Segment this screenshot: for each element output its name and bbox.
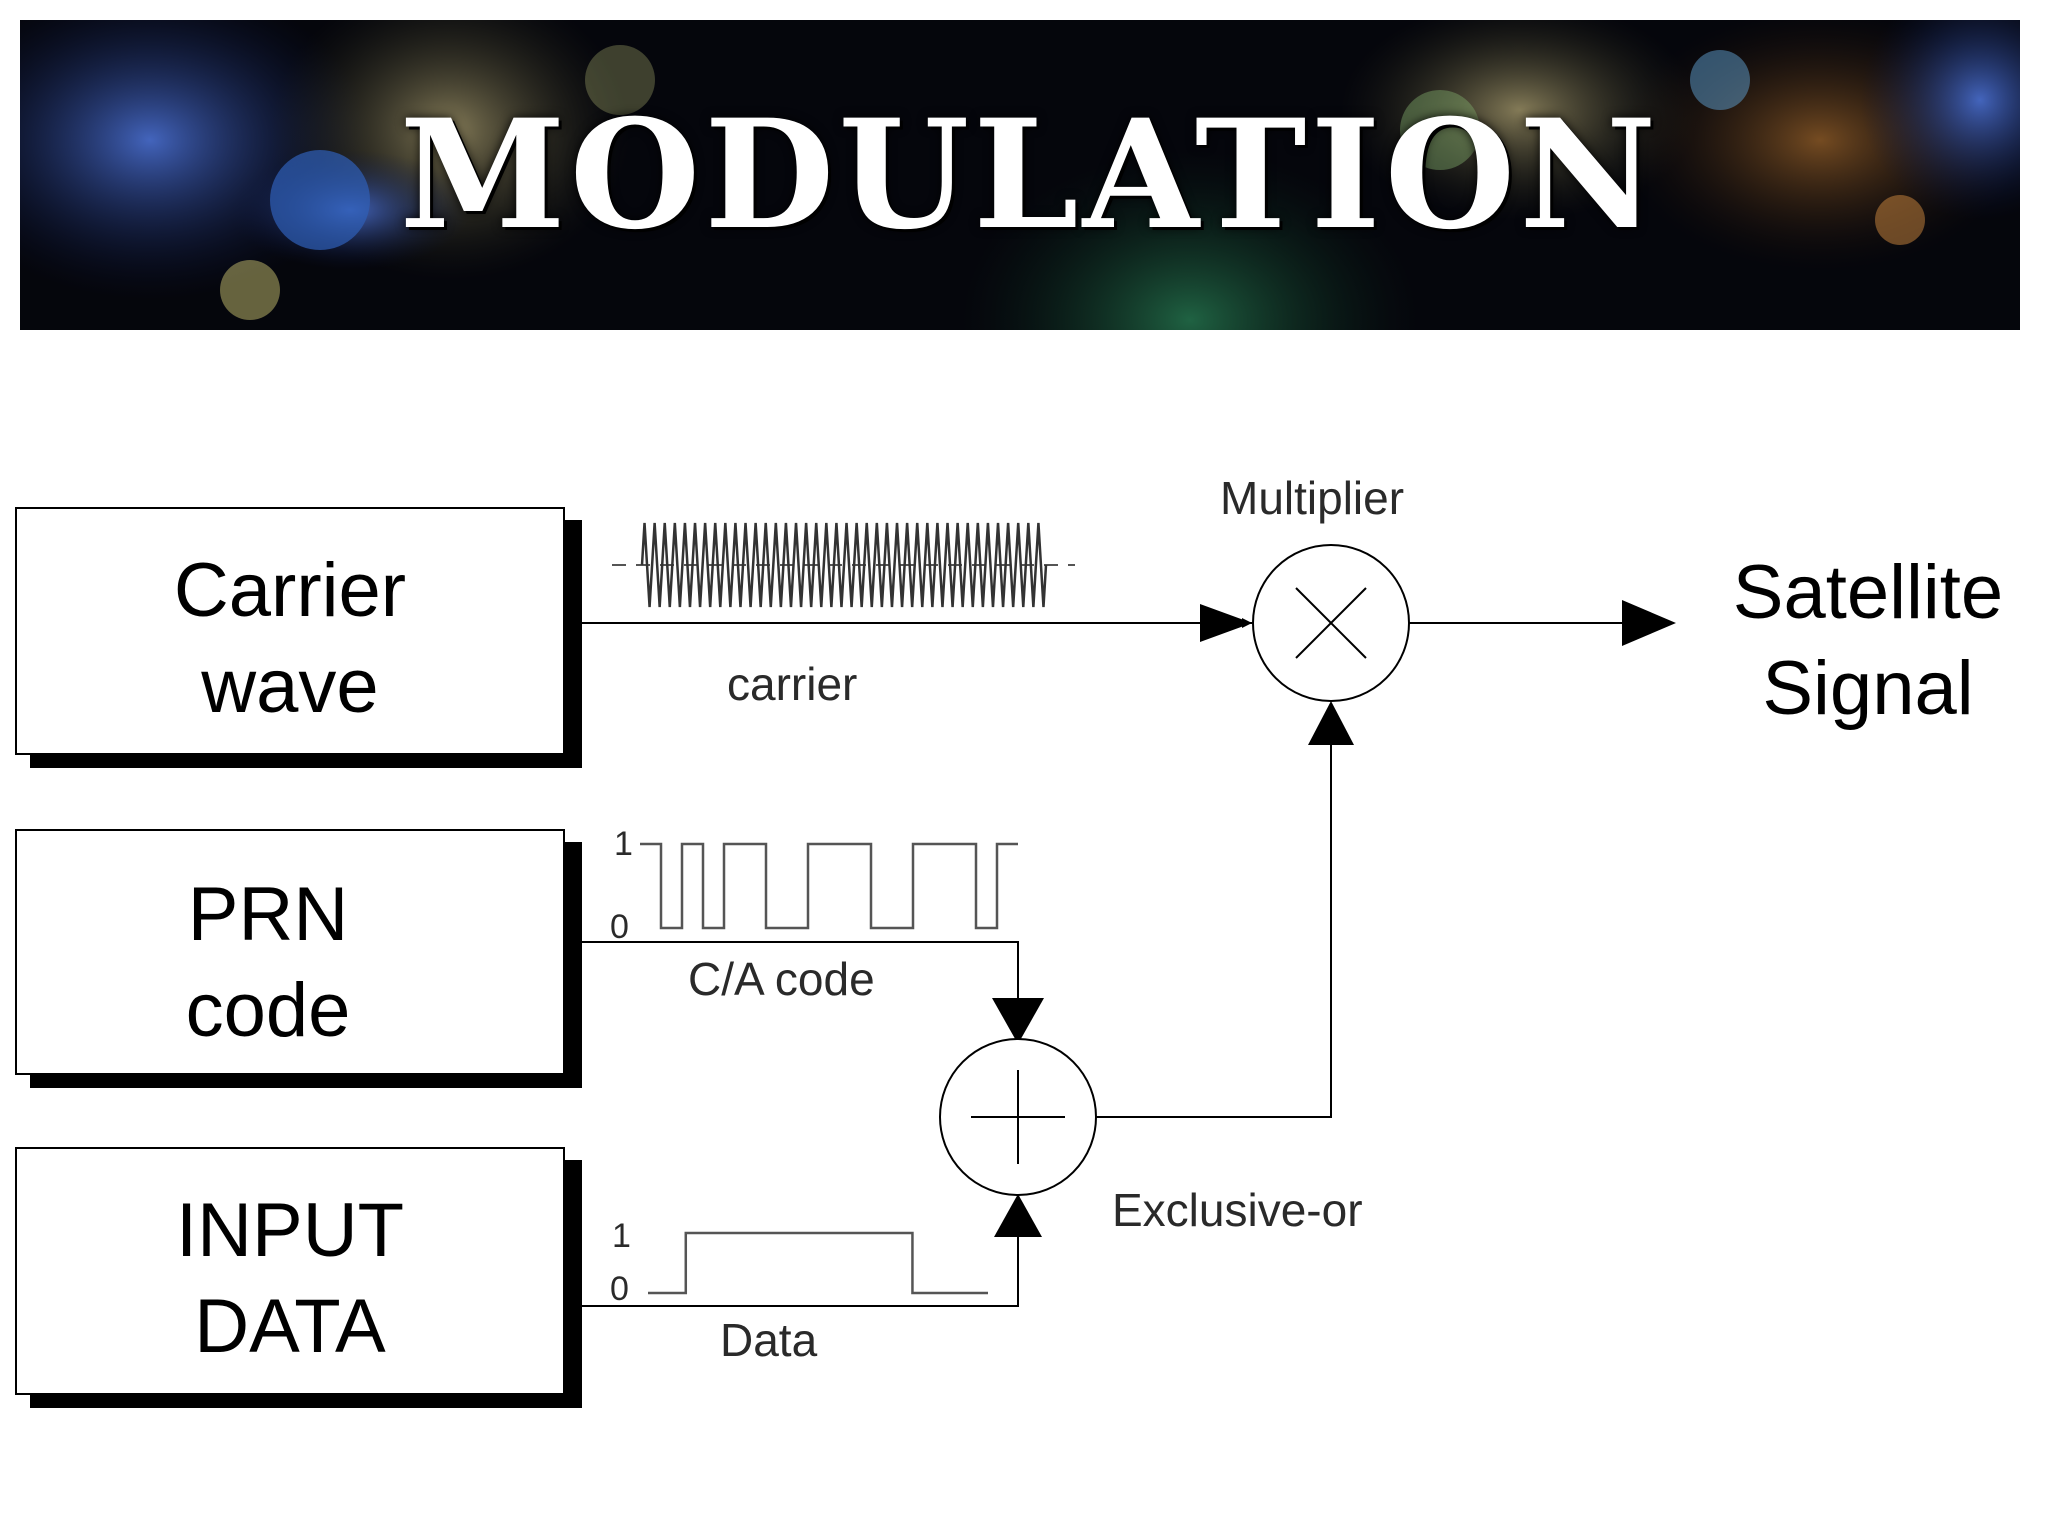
data-arrowhead — [994, 1194, 1042, 1237]
multiplier-label: Multiplier — [1220, 472, 1404, 524]
input-data-label-2: DATA — [194, 1284, 386, 1369]
satellite-signal-label-2: Signal — [1762, 646, 1973, 731]
exclusive-or-symbol — [939, 1038, 1097, 1196]
data-axis-one: 1 — [612, 1217, 631, 1255]
xor-output-arrowhead — [1308, 701, 1354, 745]
carrier-wave-label-1: Carrier — [174, 548, 406, 633]
carrier-arrowhead — [1200, 604, 1252, 642]
ca-axis-zero: 0 — [610, 908, 629, 946]
satellite-signal-label-1: Satellite — [1733, 550, 2003, 635]
data-axis-zero: 0 — [610, 1270, 629, 1308]
title-banner: MODULATION — [20, 20, 2020, 330]
space-background-image — [20, 20, 2020, 330]
xor-output-line — [1096, 730, 1332, 1118]
prn-code-label-2: code — [186, 968, 351, 1053]
exclusive-or-label: Exclusive-or — [1112, 1184, 1363, 1236]
data-waveform — [648, 1231, 988, 1295]
data-label: Data — [720, 1314, 818, 1366]
ca-axis-one: 1 — [614, 825, 633, 863]
data-line — [580, 1224, 1019, 1307]
multiplier-symbol — [1252, 544, 1410, 702]
input-data-block: INPUT DATA — [15, 1147, 582, 1408]
prn-code-block: PRN code — [15, 829, 582, 1088]
carrier-wave-label-2: wave — [200, 644, 378, 729]
carrier-waveform — [640, 522, 1048, 608]
prn-code-label-1: PRN — [188, 872, 348, 957]
ca-code-label: C/A code — [688, 953, 875, 1005]
page-title: MODULATION — [399, 87, 1661, 263]
ca-code-waveform — [640, 842, 1018, 930]
ca-code-arrowhead — [992, 998, 1044, 1044]
carrier-wave-block: Carrier wave — [15, 507, 582, 768]
output-arrowhead — [1622, 600, 1676, 646]
ca-code-line — [580, 941, 1019, 1010]
input-data-label-1: INPUT — [176, 1188, 404, 1273]
carrier-label: carrier — [727, 658, 857, 710]
